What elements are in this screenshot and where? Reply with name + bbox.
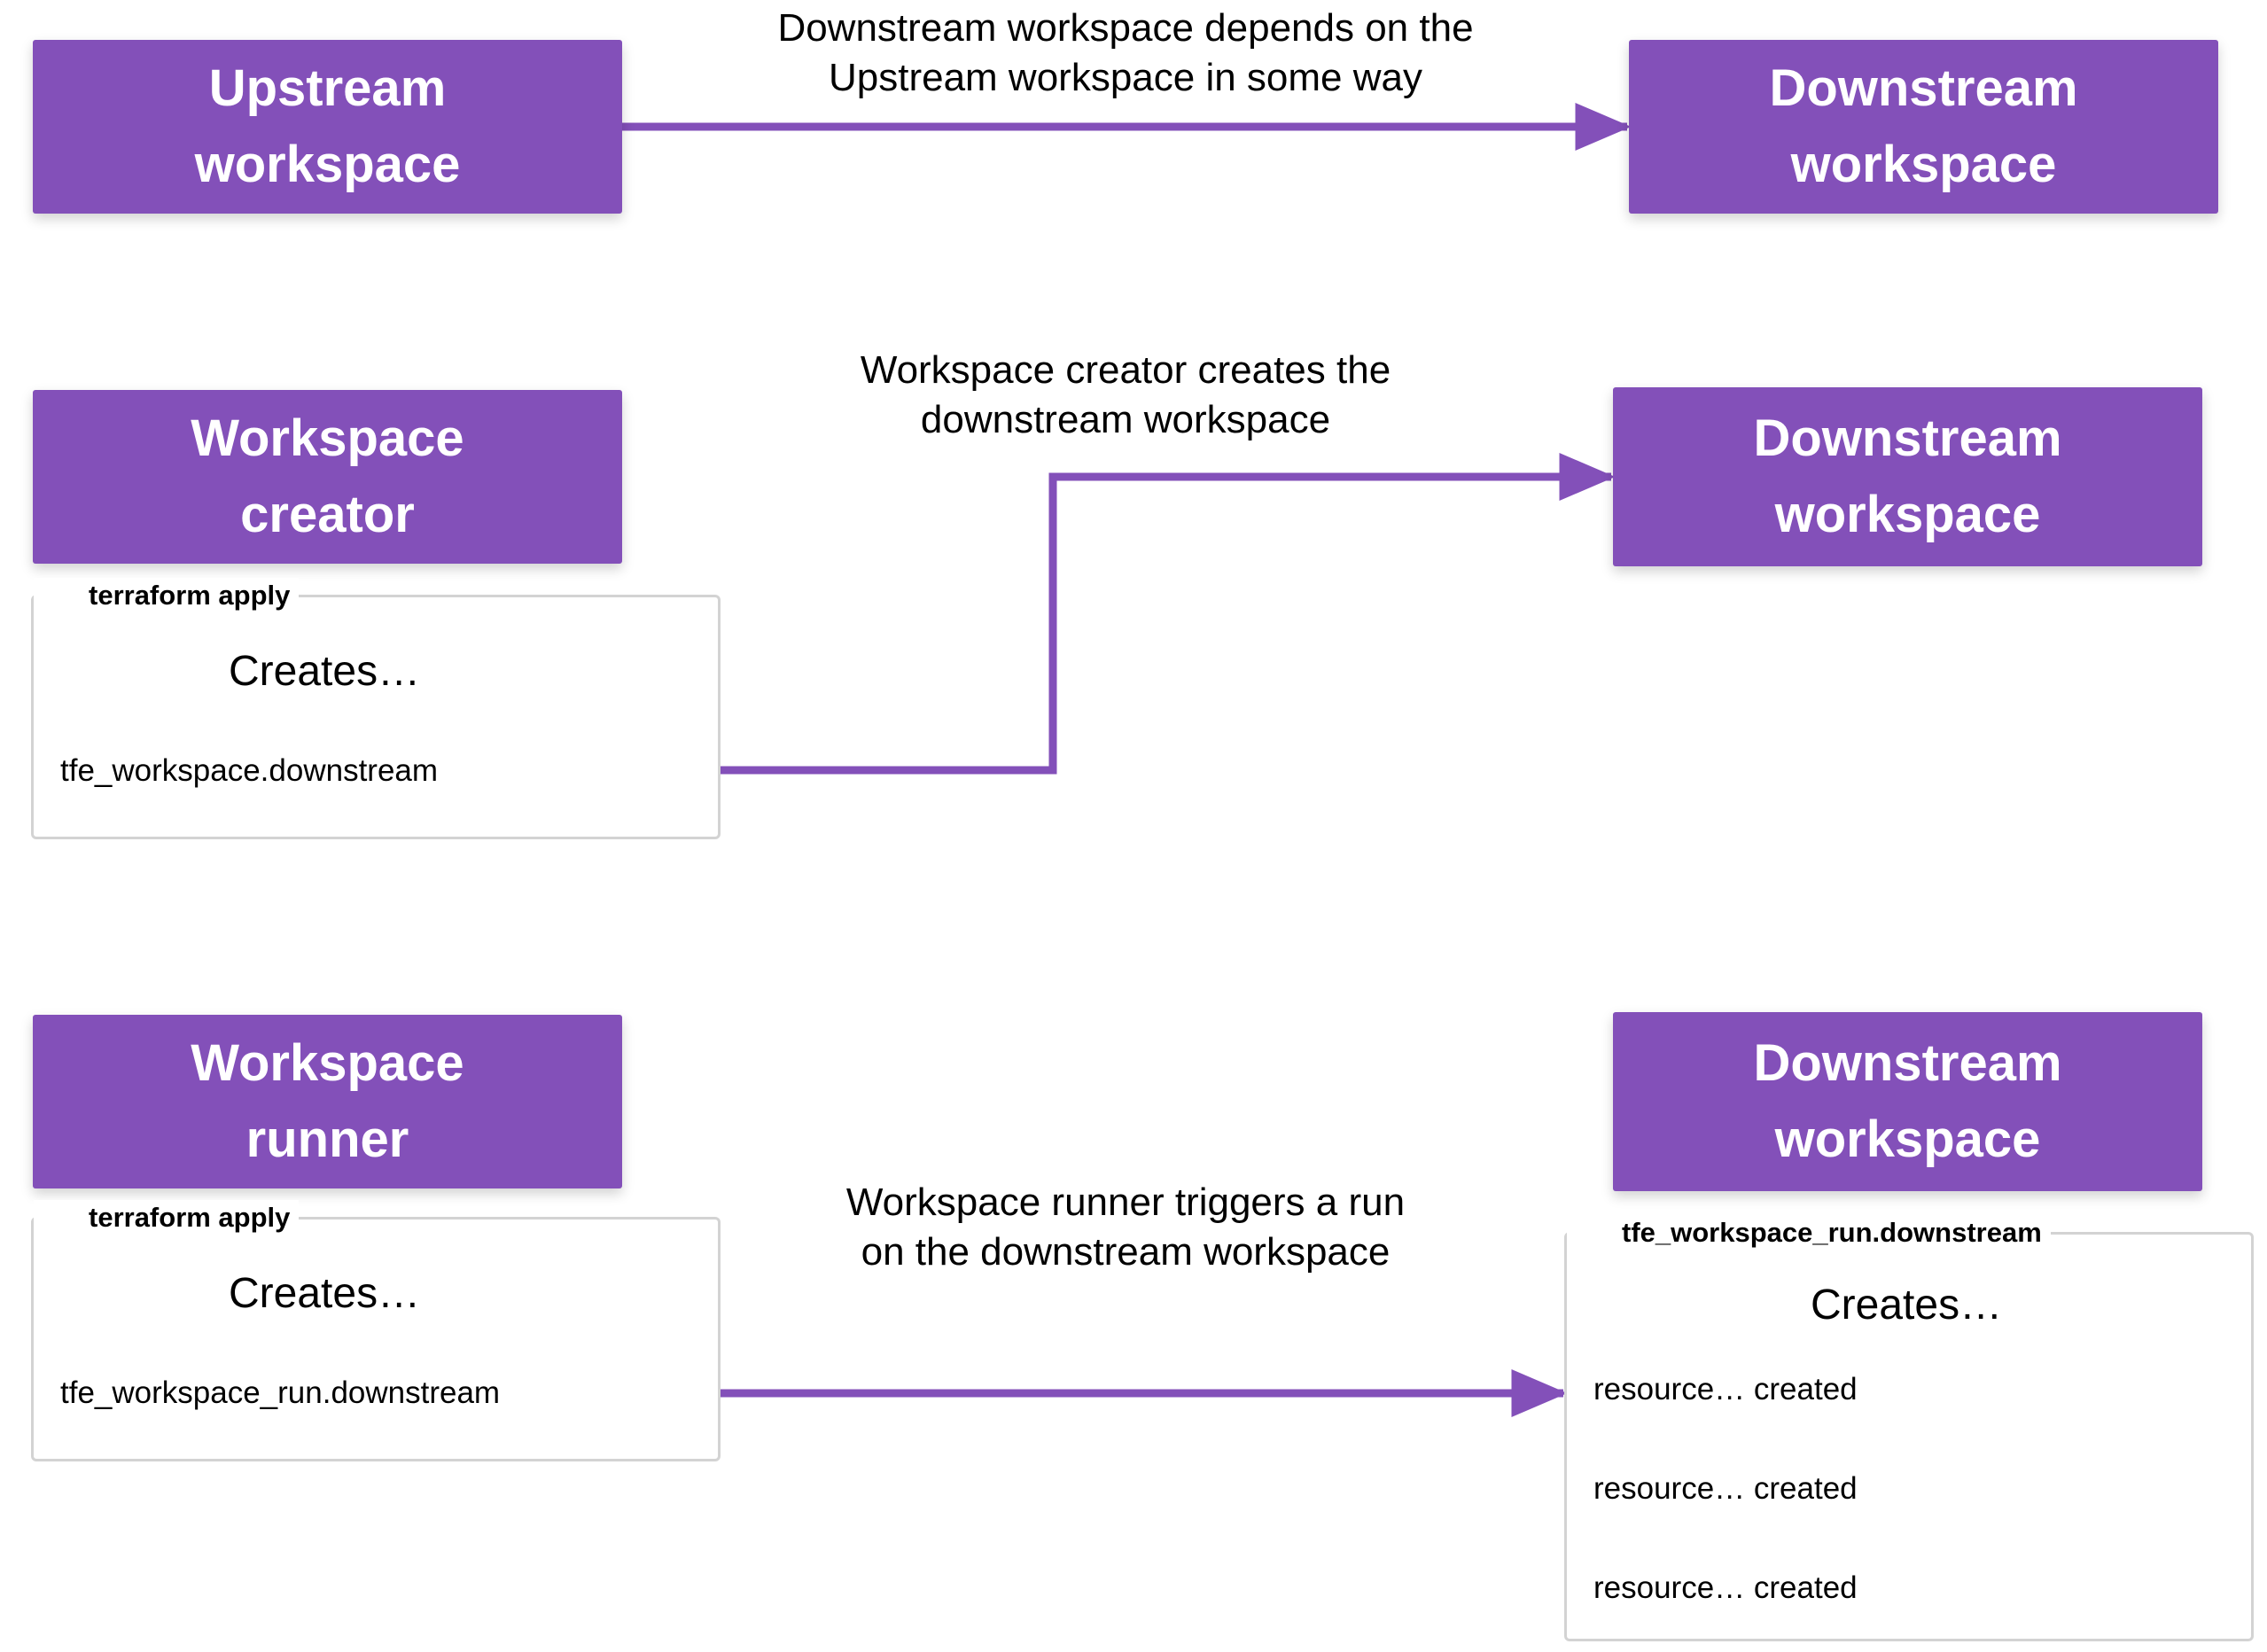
workspace-runner-box: Workspace runner: [33, 1015, 622, 1188]
creates-caption-line1: Workspace creator creates the: [860, 348, 1391, 392]
workspace-creator-line2: creator: [240, 486, 415, 543]
triggers-run-caption: Workspace runner triggers a run on the d…: [674, 1178, 1578, 1277]
runner-panel-resource: tfe_workspace_run.downstream: [60, 1375, 501, 1410]
workspace-runner-line1: Workspace: [191, 1034, 464, 1092]
upstream-workspace-box: Upstream workspace: [33, 40, 622, 214]
downstream-run-panel-creates: Creates…: [1811, 1282, 2003, 1329]
downstream-workspace-1-line1: Downstream: [1769, 59, 2078, 117]
downstream-workspace-3-line1: Downstream: [1753, 1034, 2062, 1092]
runner-panel-title: terraform apply: [34, 1200, 300, 1235]
runner-terraform-apply-panel: terraform apply Creates… tfe_workspace_r…: [31, 1200, 721, 1461]
creator-terraform-apply-panel: terraform apply Creates… tfe_workspace.d…: [31, 578, 721, 839]
creates-caption: Workspace creator creates the downstream…: [674, 346, 1578, 445]
workspace-runner-line2: runner: [245, 1110, 409, 1168]
depends-on-caption: Downstream workspace depends on the Upst…: [674, 4, 1578, 103]
workspace-creator-line1: Workspace: [191, 409, 464, 467]
depends-on-caption-line2: Upstream workspace in some way: [828, 56, 1422, 99]
downstream-resource-created-1: resource… created: [1593, 1372, 1858, 1407]
arrow-creates-workspace: [492, 453, 1616, 775]
workspace-creator-box: Workspace creator: [33, 390, 622, 564]
downstream-workspace-2-line1: Downstream: [1753, 409, 2062, 467]
creator-panel-creates: Creates…: [229, 648, 421, 695]
downstream-workspace-box-2: Downstream workspace: [1613, 387, 2202, 566]
downstream-workspace-1-line2: workspace: [1790, 136, 2057, 193]
downstream-resource-created-3: resource… created: [1593, 1570, 1858, 1605]
downstream-resource-created-2: resource… created: [1593, 1471, 1858, 1506]
runner-panel-creates: Creates…: [229, 1270, 421, 1317]
downstream-workspace-2-line2: workspace: [1774, 486, 2041, 543]
creator-panel-resource: tfe_workspace.downstream: [60, 753, 439, 788]
creates-caption-line2: downstream workspace: [920, 398, 1331, 441]
downstream-run-panel-title: tfe_workspace_run.downstream: [1567, 1215, 2051, 1251]
upstream-workspace-line2: workspace: [194, 136, 461, 193]
downstream-run-panel: tfe_workspace_run.downstream Creates… re…: [1564, 1215, 2254, 1641]
triggers-run-caption-line1: Workspace runner triggers a run: [845, 1181, 1406, 1224]
downstream-workspace-box-1: Downstream workspace: [1629, 40, 2218, 214]
triggers-run-caption-line2: on the downstream workspace: [861, 1230, 1391, 1274]
downstream-workspace-3-line2: workspace: [1774, 1110, 2041, 1168]
creator-panel-title: terraform apply: [34, 578, 300, 613]
downstream-workspace-box-3: Downstream workspace: [1613, 1012, 2202, 1191]
depends-on-caption-line1: Downstream workspace depends on the: [777, 6, 1474, 50]
upstream-workspace-line1: Upstream: [208, 59, 447, 117]
